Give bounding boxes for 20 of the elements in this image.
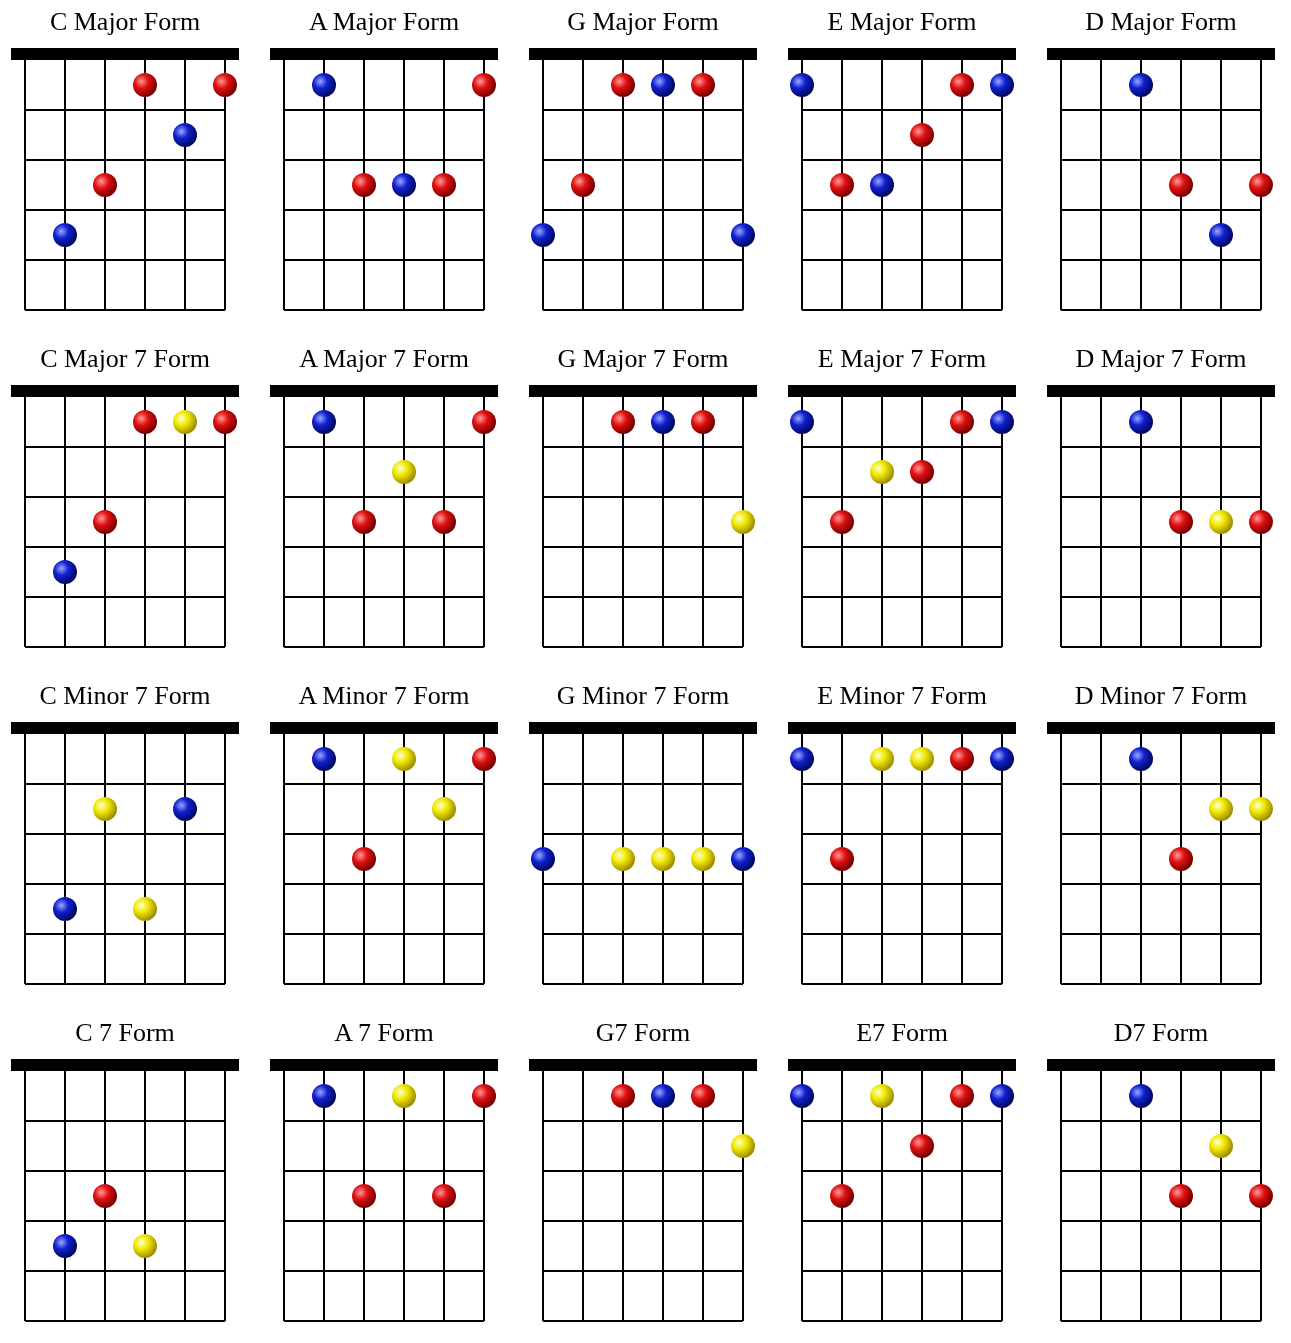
chord-title: E7 Form: [856, 1017, 948, 1049]
chord-title: A Major Form: [308, 6, 460, 38]
chord-title: D7 Form: [1113, 1017, 1209, 1049]
chord-title: D Major Form: [1085, 6, 1237, 38]
chord-title: A 7 Form: [334, 1017, 434, 1049]
chord-title: C 7 Form: [75, 1017, 175, 1049]
chord-title: G Major Form: [567, 6, 719, 38]
chord-title: A Major 7 Form: [299, 343, 469, 375]
chord-title: D Major 7 Form: [1075, 343, 1247, 375]
chord-title: A Minor 7 Form: [298, 680, 470, 712]
chord-title: E Minor 7 Form: [817, 680, 987, 712]
chord-title: E Major 7 Form: [817, 343, 987, 375]
chord-title: E Major Form: [827, 6, 977, 38]
chord-title: G Major 7 Form: [557, 343, 729, 375]
chord-title: G7 Form: [595, 1017, 691, 1049]
chord-title: C Major 7 Form: [40, 343, 210, 375]
chord-title: G Minor 7 Form: [556, 680, 730, 712]
chord-title: C Major Form: [49, 6, 201, 38]
chord-title: D Minor 7 Form: [1074, 680, 1248, 712]
chord-title: C Minor 7 Form: [39, 680, 211, 712]
